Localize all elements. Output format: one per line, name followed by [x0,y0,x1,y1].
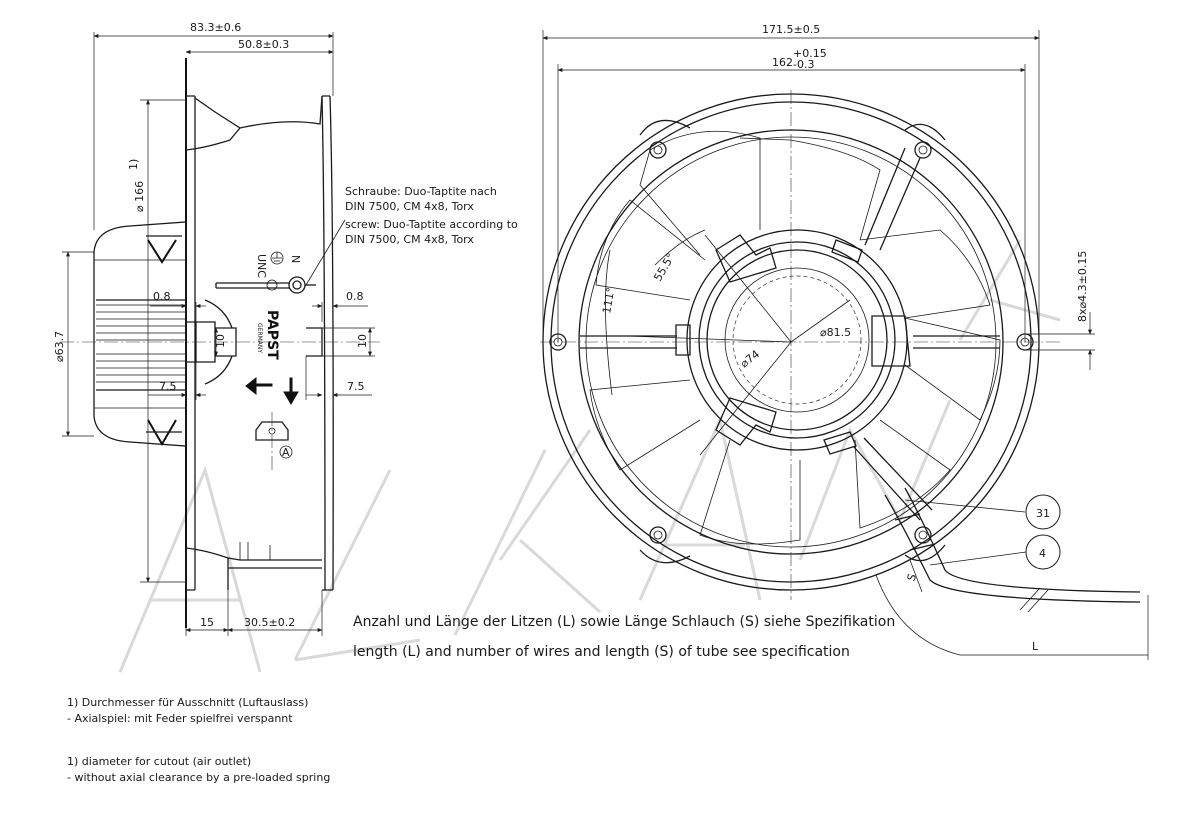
airflow-arrow-icon [245,376,273,396]
dim-hole-tol-upper: +0.15 [793,47,827,60]
dim-shaft-left: 10 [214,334,227,348]
bubble-4: 4 [1039,547,1046,560]
watermark [118,239,1061,673]
dim-angle-555: 55.5° [651,251,677,283]
bubble-31: 31 [1036,507,1050,520]
dim-bottom-305: 30.5±0.2 [244,616,295,629]
front-dimensions: 171.5±0.5 162 +0.15 -0.3 8x⌀4.3±0.15 111… [542,23,1095,370]
dim-dia-74: ⌀74 [738,347,762,370]
footnote-de-1: 1) Durchmesser für Ausschnitt (Luftausla… [67,696,308,709]
letter-s: S [905,572,920,583]
screw-de-line2: DIN 7500, CM 4x8, Torx [345,200,474,213]
dim-angle-111: 111° [600,286,617,314]
dim-hole-spacing: 162 [772,56,793,69]
brand-sub-label: GERMANY [256,323,263,353]
footnote-en-1: 1) diameter for cutout (air outlet) [67,755,251,768]
footnote-de-2: - Axialspiel: mit Feder spielfrei verspa… [67,712,293,725]
screw-de-line1: Schraube: Duo-Taptite nach [345,185,497,198]
dim-cutout-diameter: ⌀ 166 [133,181,146,212]
dim-hub-diameter: ⌀63.7 [53,331,66,362]
dim-overall-depth: 83.3±0.6 [190,21,241,34]
dim-bottom-15: 15 [200,616,214,629]
screw-en-line2: DIN 7500, CM 4x8, Torx [345,233,474,246]
letter-l: L [1032,640,1039,653]
side-dimensions: 83.3±0.6 50.8±0.3 ⌀ 166 1) ⌀63.7 0.8 0.8 [53,21,375,636]
dim-footnote-ref: 1) [127,159,140,170]
unc-label: UNC [255,254,268,278]
dim-hole-tol-lower: -0.3 [793,58,814,71]
front-view: 31 4 S L 171.5±0.5 162 +0.15 -0.3 8x⌀4.3… [540,23,1149,660]
n-label: N [289,255,302,263]
mark-a: A [282,446,290,459]
dim-shaft-right: 10 [356,334,369,348]
rotation-arrow-icon [283,377,299,405]
dim-offset-left: 7.5 [159,380,177,393]
dim-frame-depth: 50.8±0.3 [238,38,289,51]
dim-dia-815: ⌀81.5 [820,326,851,339]
dim-gap-left: 0.8 [153,290,171,303]
screw-en-line1: screw: Duo-Taptite according to [345,218,518,231]
footnote-en-2: - without axial clearance by a pre-loade… [67,771,330,784]
dim-outer-width: 171.5±0.5 [762,23,820,36]
notes: Anzahl und Länge der Litzen (L) sowie Lä… [67,614,895,784]
dim-holes: 8x⌀4.3±0.15 [1076,251,1089,322]
brand-label: PAPST [264,310,280,360]
wires-note-de: Anzahl und Länge der Litzen (L) sowie Lä… [353,614,895,630]
wires-note-en: length (L) and number of wires and lengt… [353,644,850,660]
side-view: UNC N PAPST GERMANY A 83.3±0.6 50.8±0.3 … [53,21,518,636]
dim-gap-right: 0.8 [346,290,364,303]
dim-offset-right: 7.5 [347,380,365,393]
